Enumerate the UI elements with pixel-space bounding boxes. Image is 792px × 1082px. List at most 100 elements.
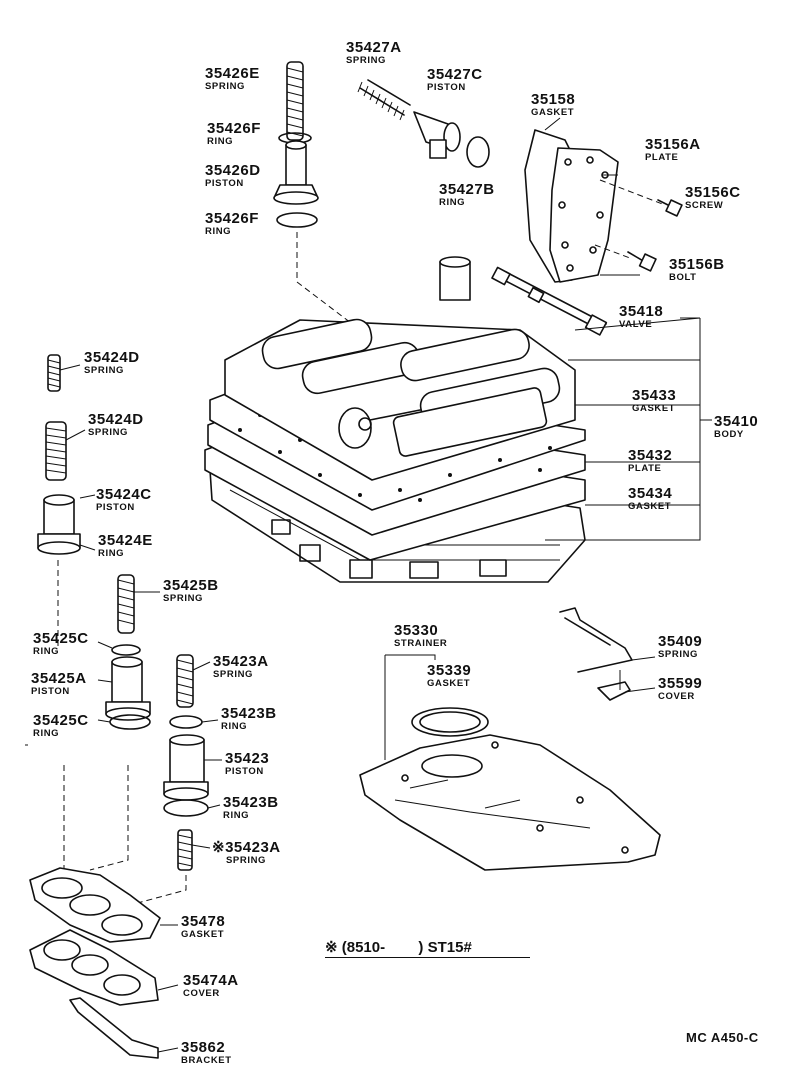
ring-35427b-drawing xyxy=(466,136,490,168)
label-35425b-number: 35425B xyxy=(163,577,219,594)
label-35599-name: COVER xyxy=(658,691,695,702)
label-35418-number: 35418 xyxy=(619,303,664,320)
piston-35426d-drawing xyxy=(273,140,319,205)
spring-35424d-top-drawing xyxy=(47,354,61,392)
valve-body-35410-drawing xyxy=(204,256,586,583)
spring-35425b-drawing xyxy=(117,574,135,634)
bracket-35862-drawing xyxy=(69,997,159,1059)
label-35427c-name: PISTON xyxy=(427,82,466,93)
label-35330-number: 35330 xyxy=(394,622,439,639)
label-35426e-number: 35426E xyxy=(205,65,260,82)
label-35434-number: 35434 xyxy=(628,485,673,502)
label-35427b-name: RING xyxy=(439,197,466,208)
label-35425c-top-number: 35425C xyxy=(33,630,89,647)
label-35156a-name: PLATE xyxy=(645,152,679,163)
label-35426f-bottom-name: RING xyxy=(205,226,232,237)
ring-35423b-bottom-drawing xyxy=(163,799,209,817)
label-35423b-top-name: RING xyxy=(221,721,248,732)
label-35424c-number: 35424C xyxy=(96,486,152,503)
label-35418-name: VALVE xyxy=(619,319,653,330)
spring-35409-drawing xyxy=(559,607,633,673)
label-35409-number: 35409 xyxy=(658,633,703,650)
label-35424d-bottom-name: SPRING xyxy=(88,427,129,438)
label-35410-name: BODY xyxy=(714,429,744,440)
label-35862-number: 35862 xyxy=(181,1039,226,1056)
piston-35424c-drawing xyxy=(37,494,81,555)
label-35156b-number: 35156B xyxy=(669,256,725,273)
label-35426f-top-name: RING xyxy=(207,136,234,147)
valve-35418-drawing xyxy=(491,266,608,336)
label-35424d-top-name: SPRING xyxy=(84,365,125,376)
label-35425a-number: 35425A xyxy=(31,670,87,687)
label-35424c-name: PISTON xyxy=(96,502,135,513)
cover-35474a-drawing xyxy=(29,929,159,1006)
label-35599-number: 35599 xyxy=(658,675,703,692)
piston-35427c-drawing xyxy=(413,111,461,159)
spring-35427a-drawing xyxy=(357,79,411,121)
label-35432-number: 35432 xyxy=(628,447,673,464)
bolt-35156b-drawing xyxy=(627,251,657,272)
gasket-35478-drawing xyxy=(29,867,161,943)
label-35474a-name: COVER xyxy=(183,988,220,999)
label-35409-name: SPRING xyxy=(658,649,699,660)
label-35156b-name: BOLT xyxy=(669,272,697,283)
label-35434-name: GASKET xyxy=(628,501,672,512)
label-35158-number: 35158 xyxy=(531,91,576,108)
label-35425a-name: PISTON xyxy=(31,686,70,697)
label-35423-number: 35423 xyxy=(225,750,270,767)
label-35423b-top-number: 35423B xyxy=(221,705,277,722)
label-35433-name: GASKET xyxy=(632,403,676,414)
label-35424d-top-number: 35424D xyxy=(84,349,140,366)
spring-35423a-top-drawing xyxy=(176,654,194,708)
label-35424d-bottom-number: 35424D xyxy=(88,411,144,428)
label-35410-number: 35410 xyxy=(714,413,759,430)
applicability-note: ※ (8510- ) ST15# xyxy=(325,939,472,956)
label-35158-name: GASKET xyxy=(531,107,575,118)
label-35423a-top-number: 35423A xyxy=(213,653,269,670)
label-35156a-number: 35156A xyxy=(645,136,701,153)
ring-35423b-top-drawing xyxy=(169,715,203,729)
label-35474a-number: 35474A xyxy=(183,972,239,989)
label-35425c-top-name: RING xyxy=(33,646,60,657)
label-35478-name: GASKET xyxy=(181,929,225,940)
label-35339-name: GASKET xyxy=(427,678,471,689)
label-35427c-number: 35427C xyxy=(427,66,483,83)
label-35330-name: STRAINER xyxy=(394,638,448,649)
spring-35424d-bottom-drawing xyxy=(45,421,67,481)
label-35426e-name: SPRING xyxy=(205,81,246,92)
label-35424e-number: 35424E xyxy=(98,532,153,549)
spring-35423a-bottom-drawing xyxy=(177,829,193,871)
label-35426f-bottom-number: 35426F xyxy=(205,210,259,227)
label-35427a-number: 35427A xyxy=(346,39,402,56)
label-35427b-number: 35427B xyxy=(439,181,495,198)
illustration-code: MC A450-C xyxy=(686,1030,759,1045)
label-35433-number: 35433 xyxy=(632,387,677,404)
piston-35425a-drawing xyxy=(105,656,151,721)
ring-35425c-top-drawing xyxy=(111,644,141,656)
piston-35423-drawing xyxy=(163,734,209,801)
label-35423a-bottom-number: ※35423A xyxy=(212,839,281,856)
label-35426d-name: PISTON xyxy=(205,178,244,189)
gasket-35339-drawing xyxy=(411,707,489,737)
label-35426f-top-number: 35426F xyxy=(207,120,261,137)
label-35425c-bottom-number: 35425C xyxy=(33,712,89,729)
label-35424e-name: RING xyxy=(98,548,125,559)
label-35426d-number: 35426D xyxy=(205,162,261,179)
label-35478-number: 35478 xyxy=(181,913,226,930)
label-35862-name: BRACKET xyxy=(181,1055,232,1066)
label-35427a-name: SPRING xyxy=(346,55,387,66)
note-underline xyxy=(325,957,530,958)
strainer-35330-drawing xyxy=(359,734,661,871)
ring-35426f-bottom-drawing xyxy=(276,212,318,228)
label-35423a-top-name: SPRING xyxy=(213,669,254,680)
label-35425c-bottom-name: RING xyxy=(33,728,60,739)
label-35432-name: PLATE xyxy=(628,463,662,474)
plate-35156a-drawing xyxy=(549,147,666,283)
cover-35599-drawing xyxy=(597,681,631,701)
label-35339-number: 35339 xyxy=(427,662,472,679)
label-35423b-bottom-name: RING xyxy=(223,810,250,821)
label-35423a-bottom-name: SPRING xyxy=(226,855,267,866)
label-35425b-name: SPRING xyxy=(163,593,204,604)
spring-35426e-drawing xyxy=(286,61,304,141)
